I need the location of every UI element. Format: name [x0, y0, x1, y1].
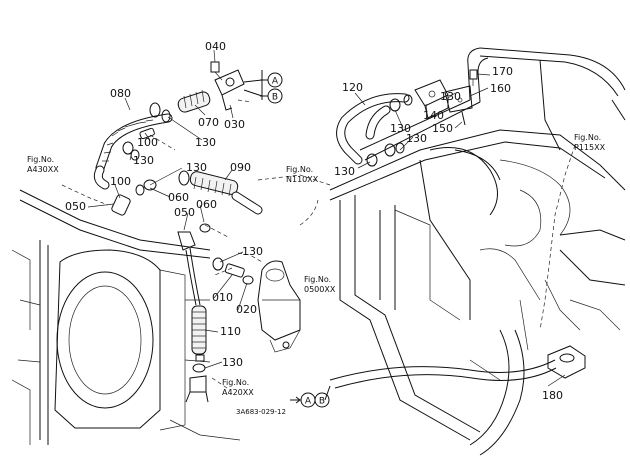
valve-assembly [212, 257, 301, 353]
part-label-130-upper: 130 [195, 136, 216, 149]
fig-ref-a420-line1: Fig.No. [222, 378, 249, 387]
part-label-060-lower: 060 [196, 198, 217, 211]
fig-ref-n110-line1: Fig.No. [286, 165, 313, 174]
fig-ref-n110: Fig.No. N110XX [286, 165, 319, 184]
fig-ref-n110-line2: N110XX [286, 175, 319, 184]
part-label-140: 140 [423, 109, 444, 122]
part-label-170: 170 [492, 65, 513, 78]
fig-ref-0500: Fig.No. 0500XX [304, 275, 336, 294]
part-label-150: 150 [432, 122, 453, 135]
fig-ref-p115-line1: Fig.No. [574, 133, 601, 142]
part-label-020: 020 [236, 303, 257, 316]
part-label-130-hose: 130 [186, 161, 207, 174]
part-label-100-upper: 100 [137, 136, 158, 149]
machine-frame-outline [11, 47, 626, 456]
part-label-130-left: 130 [334, 165, 355, 178]
connector-top-b: B [260, 88, 283, 104]
part-label-100-lower: 100 [110, 175, 131, 188]
part-label-080: 080 [110, 87, 131, 100]
part-label-130-bottom: 130 [222, 356, 243, 369]
connector-top-a-letter: A [272, 77, 279, 87]
fig-ref-a430-line1: Fig.No. [27, 155, 54, 164]
cable-180-assembly [324, 345, 586, 401]
part-label-030: 030 [224, 118, 245, 131]
fig-ref-a420: Fig.No. A420XX [222, 378, 254, 397]
connector-bottom-b: B [314, 392, 330, 408]
hose-090-assembly [111, 170, 263, 233]
connector-bottom-b-letter: B [319, 397, 325, 407]
part-label-130-right: 130 [406, 132, 427, 145]
part-label-050-right: 050 [174, 206, 195, 219]
connector-bottom-a-letter: A [305, 397, 312, 407]
part-label-040: 040 [205, 40, 226, 53]
part-label-130-hose120: 130 [390, 122, 411, 135]
part-label-050-left: 050 [65, 200, 86, 213]
label-leaders [87, 49, 566, 387]
fig-ref-a420-line2: A420XX [222, 388, 254, 397]
fig-ref-p115-line2: P115XX [574, 143, 606, 152]
part-label-180: 180 [542, 389, 563, 402]
part-label-060-upper: 060 [168, 191, 189, 204]
connector-top-a: A [260, 72, 283, 88]
pipe-110-assembly [93, 165, 209, 403]
part-label-130-valve: 130 [242, 245, 263, 258]
connector-top-b-letter: B [272, 93, 278, 103]
part-number-labels: 040 080 070 030 100 130 130 130 090 100 … [65, 40, 563, 402]
leader-lines [61, 99, 576, 391]
fig-ref-a430-line2: A430XX [27, 165, 59, 174]
part-label-120: 120 [342, 81, 363, 94]
fig-ref-p115: Fig.No. P115XX [574, 133, 606, 152]
hose-080-assembly [95, 61, 268, 173]
part-label-010: 010 [212, 291, 233, 304]
part-label-160: 160 [490, 82, 511, 95]
part-label-130-mid: 130 [133, 154, 154, 167]
connector-bottom-a: A [290, 392, 316, 408]
drawing-code: 3A683-029-12 [236, 408, 286, 416]
part-label-130-bracket: 130 [440, 90, 461, 103]
hose-120-assembly [336, 69, 478, 167]
part-label-070: 070 [198, 116, 219, 129]
fig-ref-a430: Fig.No. A430XX [27, 155, 59, 174]
fig-ref-0500-line2: 0500XX [304, 285, 336, 294]
fig-ref-0500-line1: Fig.No. [304, 275, 331, 284]
part-label-090: 090 [230, 161, 251, 174]
part-label-110: 110 [220, 325, 241, 338]
